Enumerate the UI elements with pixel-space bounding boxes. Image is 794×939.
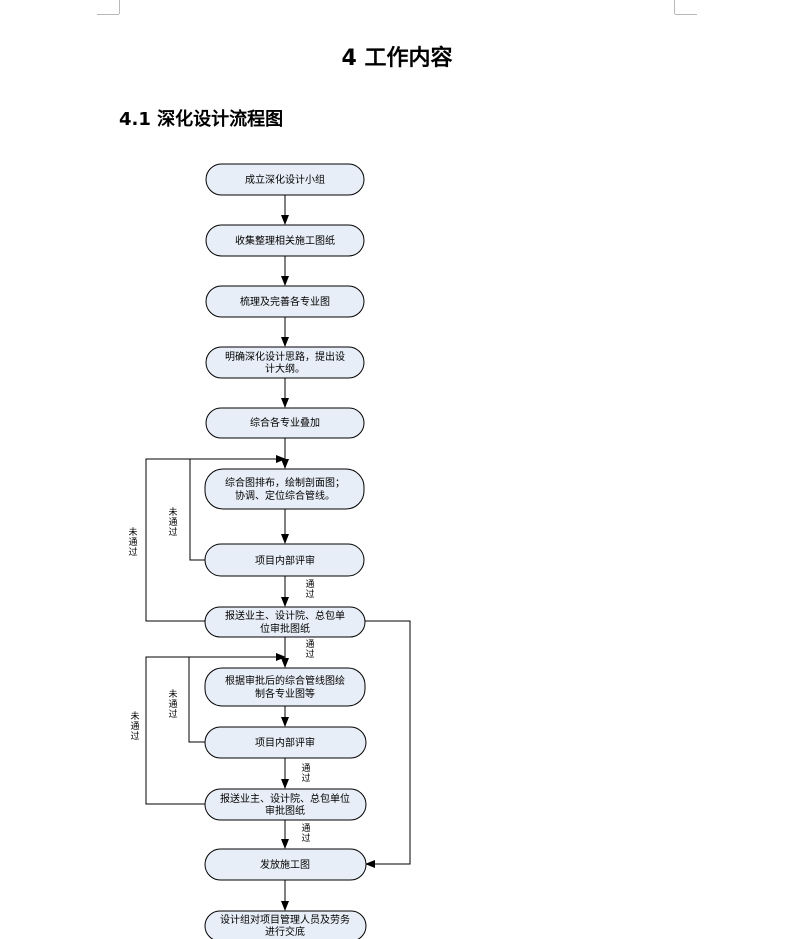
svg-text:过: 过 (301, 772, 310, 784)
step-6: 综合图排布，绘制剖面图； 协调、定位综合管线。 (204, 468, 365, 510)
svg-text:项目内部评审: 项目内部评审 (255, 554, 315, 567)
svg-text:成立深化设计小组: 成立深化设计小组 (245, 173, 325, 186)
svg-text:审批图纸: 审批图纸 (265, 804, 305, 817)
step-8: 报送业主、设计院、总包单 位审批图纸 (204, 606, 366, 638)
svg-text:综合各专业叠加: 综合各专业叠加 (250, 416, 320, 429)
svg-text:进行交底: 进行交底 (265, 925, 305, 938)
svg-text:计大纲。: 计大纲。 (265, 362, 305, 375)
step-1: 成立深化设计小组 (205, 163, 365, 196)
svg-text:项目内部评审: 项目内部评审 (255, 736, 315, 749)
label-pass-1: 通 过 (305, 579, 314, 600)
step-5: 综合各专业叠加 (205, 407, 365, 439)
section-heading: 4.1 深化设计流程图 (119, 109, 284, 130)
step-11: 报送业主、设计院、总包单位 审批图纸 (204, 788, 367, 821)
svg-text:协调、定位综合管线。: 协调、定位综合管线。 (235, 489, 335, 502)
chapter-heading: 4 工作内容 (341, 46, 453, 71)
svg-text:过: 过 (305, 588, 314, 600)
label-fail-outer-1: 未 通 过 (128, 526, 137, 558)
crop-mark-top-left (119, 0, 120, 14)
svg-text:根据审批后的综合管线图绘: 根据审批后的综合管线图绘 (225, 674, 345, 687)
svg-text:过: 过 (128, 546, 137, 558)
svg-text:过: 过 (305, 648, 314, 660)
svg-text:通: 通 (301, 763, 310, 774)
svg-text:过: 过 (168, 708, 177, 720)
label-pass-3: 通 过 (301, 763, 310, 784)
label-fail-inner-2: 未 通 过 (168, 688, 177, 720)
svg-text:报送业主、设计院、总包单: 报送业主、设计院、总包单 (225, 609, 345, 622)
svg-text:收集整理相关施工图纸: 收集整理相关施工图纸 (235, 234, 335, 247)
svg-text:过: 过 (301, 832, 310, 844)
svg-text:通: 通 (128, 537, 137, 548)
svg-text:未: 未 (168, 688, 177, 700)
label-pass-4: 通 过 (301, 823, 310, 844)
svg-text:通: 通 (305, 579, 314, 590)
feedback-loops (145, 455, 411, 868)
label-pass-2: 通 过 (305, 639, 314, 660)
crop-mark-top-right (675, 14, 697, 15)
svg-text:明确深化设计思路，提出设: 明确深化设计思路，提出设 (225, 350, 345, 363)
svg-text:发放施工图: 发放施工图 (260, 858, 310, 871)
svg-text:通: 通 (301, 823, 310, 834)
svg-text:未: 未 (130, 710, 139, 722)
label-fail-outer-2: 未 通 过 (130, 710, 139, 742)
svg-text:梳理及完善各专业图: 梳理及完善各专业图 (240, 295, 330, 308)
svg-text:通: 通 (305, 639, 314, 650)
step-13: 设计组对项目管理人员及劳务 进行交底 (204, 910, 367, 939)
step-10: 项目内部评审 (204, 726, 367, 759)
crop-mark-top-right (674, 0, 675, 14)
svg-text:通: 通 (168, 699, 177, 710)
svg-text:过: 过 (168, 526, 177, 538)
svg-text:通: 通 (168, 517, 177, 528)
svg-text:综合图排布，绘制剖面图；: 综合图排布，绘制剖面图； (225, 476, 345, 489)
svg-text:未: 未 (128, 526, 137, 538)
step-7: 项目内部评审 (204, 543, 365, 577)
step-9: 根据审批后的综合管线图绘 制各专业图等 (204, 667, 366, 707)
svg-text:过: 过 (130, 730, 139, 742)
step-2: 收集整理相关施工图纸 (205, 224, 365, 257)
svg-text:位审批图纸: 位审批图纸 (260, 622, 310, 635)
crop-mark-top-left (97, 14, 119, 15)
svg-text:通: 通 (130, 721, 139, 732)
label-fail-inner-1: 未 通 过 (168, 506, 177, 538)
svg-text:制各专业图等: 制各专业图等 (255, 687, 315, 700)
step-12: 发放施工图 (204, 848, 367, 881)
svg-text:未: 未 (168, 506, 177, 518)
step-3: 梳理及完善各专业图 (205, 285, 365, 318)
svg-text:设计组对项目管理人员及劳务: 设计组对项目管理人员及劳务 (220, 913, 350, 926)
svg-text:报送业主、设计院、总包单位: 报送业主、设计院、总包单位 (220, 792, 350, 805)
step-4: 明确深化设计思路，提出设 计大纲。 (205, 346, 365, 379)
